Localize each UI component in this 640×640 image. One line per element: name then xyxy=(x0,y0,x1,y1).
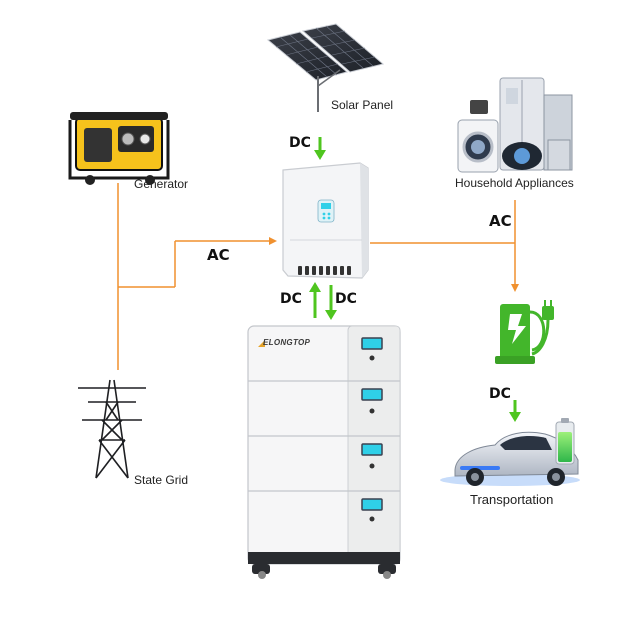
battery-dc-label-right: DC xyxy=(335,291,357,307)
household-appliances-icon xyxy=(457,77,573,173)
charger-dc-label: DC xyxy=(489,386,511,402)
charging-battery-icon xyxy=(555,418,575,465)
inverter-to-battery-arrow xyxy=(325,285,337,320)
battery-dc-label-left: DC xyxy=(280,291,302,307)
generator-icon xyxy=(68,112,170,185)
transportation-label: Transportation xyxy=(470,492,554,507)
generator-ac-label: AC xyxy=(207,246,230,264)
solar-dc-label: DC xyxy=(289,135,311,151)
solar-panel-icon xyxy=(266,23,385,112)
inverter-terminals xyxy=(298,266,351,275)
generator-label: Generator xyxy=(134,177,189,191)
battery-brand-logo: ELONGTOP xyxy=(263,338,311,347)
battery-module-screens xyxy=(361,337,383,511)
battery-stack-icon xyxy=(247,325,401,579)
charger-to-car-arrow xyxy=(509,400,521,422)
battery-to-inverter-arrow xyxy=(309,282,321,318)
solar-panel-label: Solar Panel xyxy=(331,98,394,112)
household-ac-label: AC xyxy=(489,212,512,230)
ev-charger-icon xyxy=(495,300,554,364)
ac-lines xyxy=(117,183,519,370)
state-grid-label: State Grid xyxy=(134,473,189,487)
dc-arrows xyxy=(309,137,521,422)
household-appliances-label: Household Appliances xyxy=(455,176,574,190)
inverter-icon xyxy=(282,162,369,279)
transmission-tower-icon xyxy=(78,379,146,479)
solar-dc-arrow xyxy=(314,137,326,160)
electric-car-icon xyxy=(440,431,580,486)
